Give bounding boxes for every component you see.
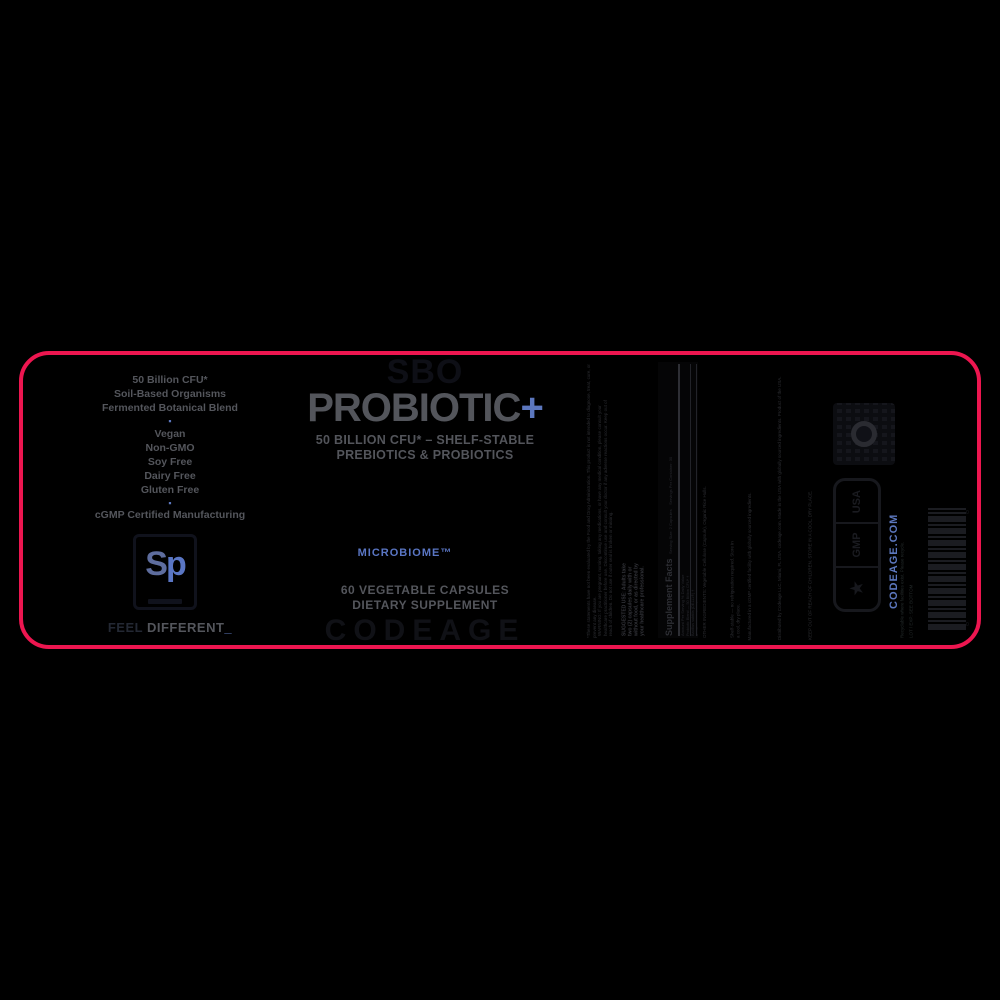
brand-tagline: FEEL DIFFERENT_: [40, 620, 300, 635]
sp-logo-letters: Sp: [136, 547, 194, 581]
sp-logo-letter-s: S: [145, 545, 168, 583]
subtitle-cfu-shelf-stable: 50 BILLION CFU* – SHELF-STABLE: [315, 433, 535, 447]
sp-logo-substrip: [148, 599, 182, 604]
manufactured-text: Manufactured in a cGMP certified facilit…: [747, 492, 752, 640]
distributor-strip: Distributed by Codeage LLC, Miami, FL US…: [777, 360, 805, 640]
cfu-heading-line: 50 Billion CFU*: [132, 374, 208, 386]
distributor-text: Distributed by Codeage LLC, Miami, FL US…: [777, 376, 782, 640]
fda-disclaimer-text: *These statements have not been evaluate…: [586, 364, 597, 638]
barcode-digit-mark: 0: [966, 622, 969, 628]
capsule-count-line: 60 VEGETABLE CAPSULES: [340, 583, 510, 597]
collection-name: MICROBIOME™: [357, 547, 453, 559]
tagline-word2: DIFFERENT: [142, 620, 225, 635]
supplement-facts-panel: Supplement Facts Serving Size: 2 Capsule…: [658, 362, 698, 638]
website-vertical-strip: CODEAGE.COM: [884, 477, 900, 609]
cgmp-line: cGMP Certified Manufacturing: [94, 509, 246, 521]
fermented-blend-line: Fermented Botanical Blend: [102, 402, 238, 414]
badge-cell-usa: USA: [836, 481, 878, 525]
facts-row: Bacillus coagulans †: [696, 364, 698, 636]
usa-badge-text: USA: [851, 490, 863, 514]
qr-center-logo: [851, 421, 877, 447]
codeage-wordmark: CODEAGE: [324, 614, 526, 647]
barcode: 0 0: [928, 508, 969, 630]
feature-soy-free: Soy Free: [147, 456, 193, 468]
bullet-icon: ▪: [168, 416, 172, 426]
feature-non-gmo: Non-GMO: [145, 442, 195, 454]
recycle-strip: Recyclable where facilities exist. Pleas…: [899, 362, 906, 638]
storage-strip: Shelf-stable — no refrigeration required…: [729, 540, 742, 638]
warning-text: WARNING: If you are pregnant, nursing, t…: [597, 400, 613, 636]
soil-based-line: Soil-Based Organisms: [113, 388, 227, 400]
website-rotated: CODEAGE.COM: [884, 477, 900, 609]
barcode-digit-mark: 0: [966, 510, 969, 516]
star-seal-icon: ★: [849, 581, 866, 596]
sp-logo-box: Sp: [133, 534, 197, 610]
feature-vegan: Vegan: [154, 428, 186, 440]
certification-badge: ★ GMP USA: [833, 478, 881, 612]
suggested-use-text: SUGGESTED USE: Adults take two (2) capsu…: [621, 563, 645, 636]
feature-gluten-free: Gluten Free: [140, 484, 200, 496]
supplement-facts-rotated: Supplement Facts Serving Size: 2 Capsule…: [658, 362, 698, 638]
brand-name-probiotic: PROBIOTIC+: [270, 388, 580, 428]
serving-size-line: Serving Size: 2 Capsules: [668, 509, 673, 555]
gmp-badge-text: GMP: [851, 532, 863, 558]
subtitle-prebiotics-probiotics: PREBIOTICS & PROBIOTICS: [336, 448, 514, 462]
servings-per-line: Servings Per Container: 30: [668, 456, 673, 505]
brand-name-sbo: SBO: [386, 353, 464, 391]
legal-strip: KEEP OUT OF REACH OF CHILDREN. STORE IN …: [807, 360, 816, 640]
sp-logo-letter-p: p: [165, 545, 187, 583]
badge-cell-gmp: GMP: [836, 524, 878, 568]
lot-text: LOT / EXP: SEE BOTTOM: [908, 584, 913, 638]
brand-name-probiotic-text: PROBIOTIC: [307, 386, 521, 430]
suggested-use-strip: SUGGESTED USE: Adults take two (2) capsu…: [621, 556, 645, 636]
dietary-supplement-line: DIETARY SUPPLEMENT: [352, 598, 498, 612]
warning-strip: WARNING: If you are pregnant, nursing, t…: [597, 396, 619, 636]
other-ingredients-text: OTHER INGREDIENTS: Vegetable Cellulose (…: [702, 486, 707, 638]
tagline-cursor: _: [224, 620, 233, 635]
other-ingredients-strip: OTHER INGREDIENTS: Vegetable Cellulose (…: [702, 470, 718, 638]
recycle-text: Recyclable where facilities exist. Pleas…: [899, 541, 904, 638]
qr-code: [833, 403, 895, 465]
supplement-facts-title: Supplement Facts: [664, 558, 674, 636]
brand-plus-sign: +: [520, 386, 543, 430]
storage-text: Shelf-stable — no refrigeration required…: [729, 541, 740, 638]
label-dieline-border: [19, 351, 981, 649]
lot-strip: LOT / EXP: SEE BOTTOM: [908, 362, 915, 638]
badge-cell-seal: ★: [836, 568, 878, 609]
legal-text: KEEP OUT OF REACH OF CHILDREN. STORE IN …: [807, 490, 812, 640]
certification-badge-rotated: ★ GMP USA: [833, 478, 881, 612]
bullet-icon: ▪: [168, 498, 172, 508]
feature-dairy-free: Dairy Free: [144, 470, 196, 482]
manufactured-strip: Manufactured in a cGMP certified facilit…: [747, 465, 757, 640]
tagline-word1: FEEL: [107, 620, 143, 635]
fda-disclaimer-strip: *These statements have not been evaluate…: [586, 360, 597, 638]
